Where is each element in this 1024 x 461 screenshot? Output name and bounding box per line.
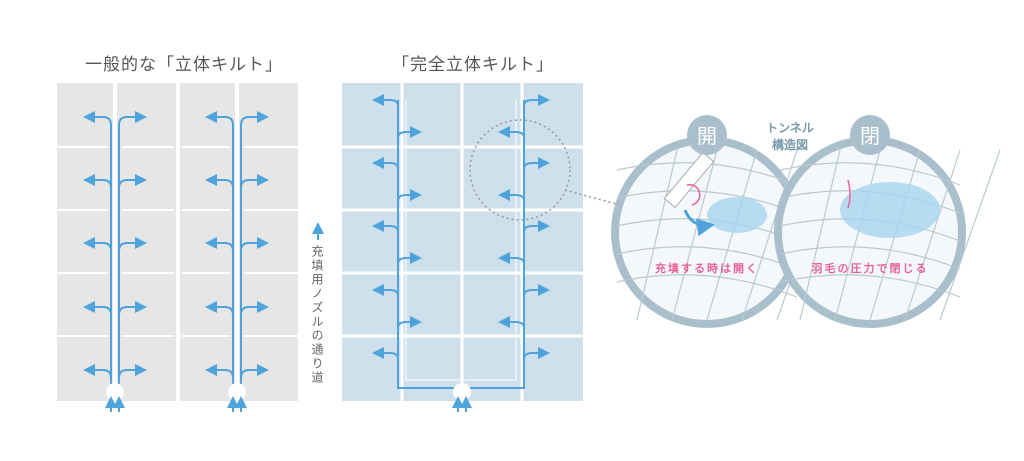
zoom-indicator — [469, 119, 571, 221]
mesh-line — [939, 149, 1001, 321]
right-title: 「完全立体キルト」 — [392, 55, 554, 75]
mesh-line — [616, 190, 798, 214]
branch-arrow-right — [118, 364, 147, 379]
branch-arrow-right — [397, 126, 422, 139]
branch-arrow-right — [118, 174, 147, 189]
branch-arrow-left — [205, 364, 234, 379]
tunnel-label: トンネル — [766, 121, 814, 135]
pinch-mark — [686, 183, 701, 206]
branch-arrow-right — [523, 157, 550, 170]
branch-arrow-right — [118, 301, 147, 316]
branch-arrow-right — [240, 364, 269, 379]
branch-arrow-right — [523, 284, 550, 297]
mesh-line — [741, 149, 798, 321]
flow-arrow — [683, 209, 715, 237]
branch-arrow-left — [205, 174, 234, 189]
branch-arrow-left — [83, 237, 112, 252]
branch-arrow-left — [372, 157, 399, 170]
branch-arrow-left — [83, 111, 112, 126]
down-fill — [840, 182, 940, 238]
branch-arrow-right — [523, 94, 550, 107]
branch-arrow-left — [498, 252, 525, 265]
branch-arrow-right — [523, 347, 550, 360]
badge-circle — [850, 115, 890, 155]
branch-arrow-left — [83, 174, 112, 189]
nozzle-inlet — [228, 383, 246, 401]
branch-arrow-left — [83, 301, 112, 316]
branch-arrow-left — [205, 237, 234, 252]
branch-arrow-left — [498, 316, 525, 329]
branch-arrow-left — [498, 189, 525, 202]
mesh-line — [834, 149, 881, 321]
mesh-line — [779, 162, 961, 186]
branch-arrow-right — [240, 111, 269, 126]
branch-arrow-left — [372, 220, 399, 233]
branch-arrow-left — [372, 347, 399, 360]
mesh-line — [904, 149, 961, 321]
mesh-line — [671, 149, 718, 321]
down-fill — [707, 197, 767, 233]
tunnel-edge — [405, 100, 517, 381]
mesh-line — [706, 149, 758, 321]
left-title: 一般的な「立体キルト」 — [85, 55, 283, 75]
branch-arrow-left — [205, 111, 234, 126]
mesh-line — [779, 246, 961, 270]
branch-arrow-right — [523, 220, 550, 233]
badge-circle — [687, 115, 727, 155]
closed-badge: 閉 — [860, 124, 880, 148]
open-caption: 充填する時は開く — [655, 261, 759, 275]
mesh-line — [616, 246, 798, 270]
nozzle-label: 充填用ノズルの通り道 — [310, 245, 324, 385]
pinch-mark — [847, 179, 851, 209]
mesh-line — [636, 149, 678, 321]
branch-arrow-left — [205, 301, 234, 316]
nozzle-tube — [663, 151, 715, 209]
nozzle-inlet — [453, 383, 471, 401]
open-badge: 開 — [697, 124, 717, 148]
closed-caption: 羽毛の圧力で閉じる — [812, 261, 929, 275]
mesh-line — [616, 274, 798, 298]
branch-arrow-right — [240, 174, 269, 189]
mesh-line — [779, 274, 961, 298]
tunnel-label: 構造図 — [772, 137, 808, 152]
branch-arrow-left — [83, 364, 112, 379]
branch-arrow-right — [397, 252, 422, 265]
branch-arrow-right — [397, 189, 422, 202]
branch-arrow-right — [118, 111, 147, 126]
branch-arrow-left — [372, 284, 399, 297]
branch-arrow-right — [240, 301, 269, 316]
branch-arrow-right — [118, 237, 147, 252]
nozzle-inlet — [106, 383, 124, 401]
branch-arrow-right — [397, 316, 422, 329]
branch-arrow-left — [498, 126, 525, 139]
branch-arrow-right — [240, 237, 269, 252]
mesh-line — [799, 149, 841, 321]
branch-arrow-left — [372, 94, 399, 107]
